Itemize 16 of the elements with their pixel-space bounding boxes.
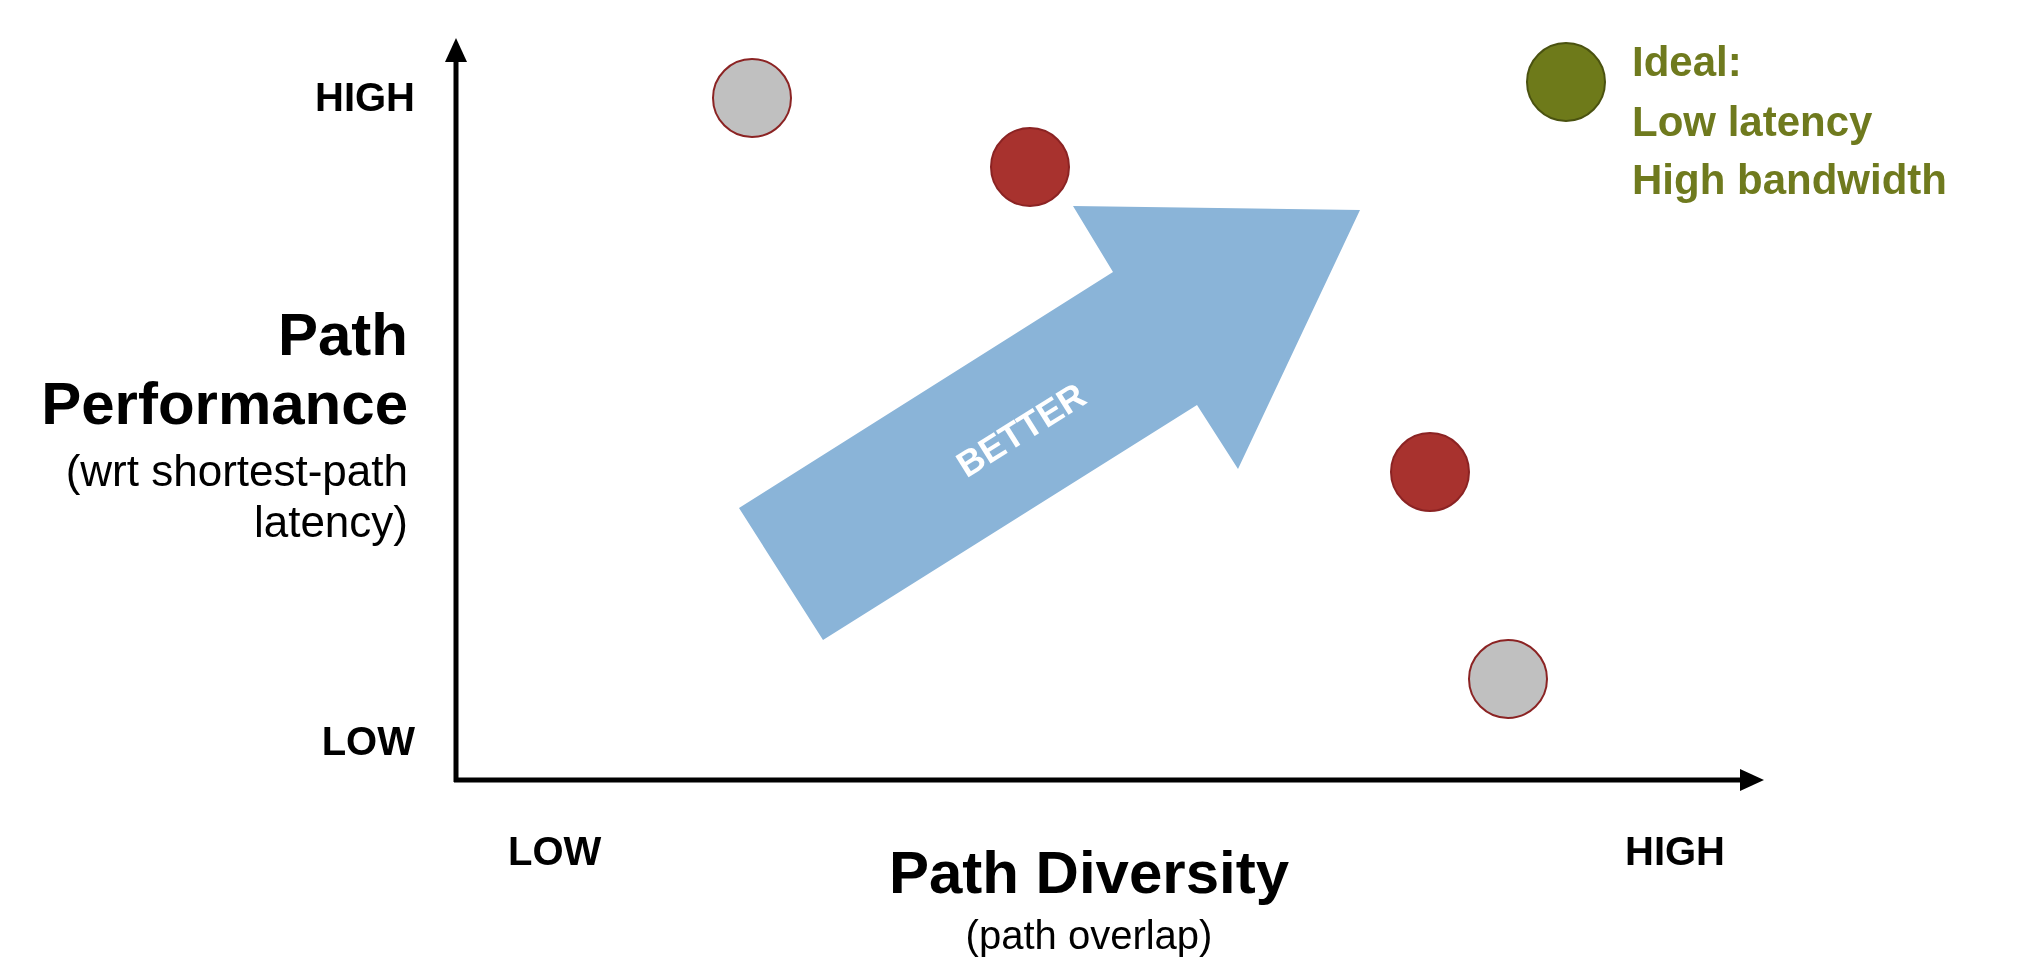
axis-title: Path Performance	[40, 300, 408, 438]
data-point-marker	[712, 58, 792, 138]
axis-subtitle: (path overlap)	[965, 912, 1213, 958]
axis-tick-label: LOW	[508, 828, 602, 874]
axis-tick-label: HIGH	[315, 74, 415, 120]
data-point-marker	[1468, 639, 1548, 719]
axis-subtitle: (wrt shortest-path latency)	[64, 446, 408, 548]
axis-tick-label: LOW	[321, 718, 415, 764]
annotation-text: High bandwidth	[1632, 156, 1947, 205]
annotation-text: Ideal:	[1632, 38, 1742, 87]
data-point-marker	[1390, 432, 1470, 512]
data-point-marker	[990, 127, 1070, 207]
axis-tick-label: HIGH	[1625, 828, 1725, 874]
data-point-marker	[1526, 42, 1606, 122]
annotation-text: Low latency	[1632, 98, 1873, 147]
axis-title: Path Diversity	[888, 838, 1290, 907]
